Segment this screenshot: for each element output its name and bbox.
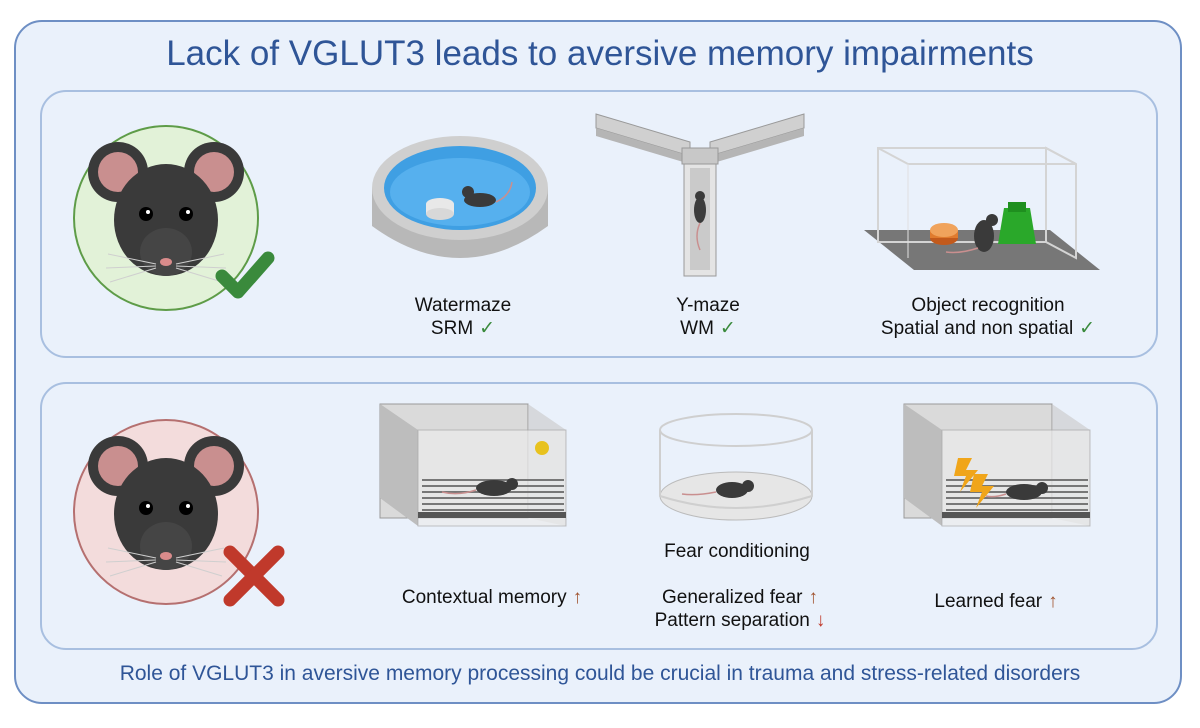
watermaze-detail: SRM✓ [430,318,496,339]
generalized-fear-arena-illustration [659,413,813,521]
increase-arrow: ↑ [572,587,583,608]
check-icon [215,251,275,299]
fear-conditioning-label: Fear conditioning [664,541,810,562]
ymaze-detail: WM✓ [680,318,736,339]
object-recognition-detail: Spatial and non spatial✓ [880,318,1096,339]
ymaze-name: Y-maze [676,295,740,316]
check-mark: ✓ [479,318,496,339]
check-mark: ✓ [1079,318,1096,339]
increase-arrow: ↑ [808,587,818,608]
watermaze-label: Watermaze SRM✓ [353,294,573,340]
contextual-memory-chamber-illustration [379,403,567,527]
object-recognition-name: Object recognition [911,295,1065,316]
vglut3-knockout-mouse-illustration [73,419,285,607]
ymaze-illustration [595,113,805,277]
increase-arrow: ↑ [1048,591,1058,612]
check-mark: ✓ [719,318,736,339]
contextual-memory-label: Contextual memory↑ [401,587,583,608]
learned-fear-label: Learned fear↑ [934,591,1058,612]
shock-lightning-icon [954,458,994,508]
wildtype-mouse-illustration [73,125,275,311]
object-recognition-label: Object recognition Spatial and non spati… [850,294,1126,340]
watermaze-illustration [372,136,548,258]
decrease-arrow: ↓ [815,610,826,631]
cross-icon [223,545,285,607]
ymaze-label: Y-maze WM✓ [598,294,818,340]
footer-conclusion: Role of VGLUT3 in aversive memory proces… [119,662,1081,685]
figure-title: Lack of VGLUT3 leads to aversive memory … [166,34,1034,73]
generalized-fear-label: Generalized fear↑ Pattern separation↓ [654,587,826,631]
watermaze-name: Watermaze [414,295,512,316]
object-recognition-illustration [864,146,1100,270]
learned-fear-chamber-illustration [903,403,1091,527]
